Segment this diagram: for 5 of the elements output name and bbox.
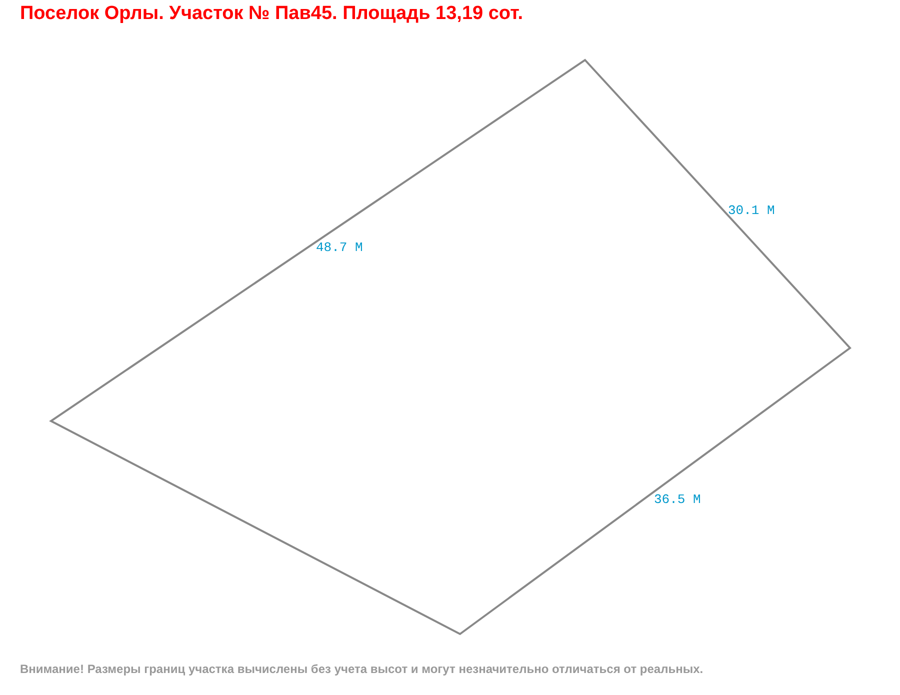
dimension-label: 36.5 М <box>654 492 701 507</box>
title: Поселок Орлы. Участок № Пав45. Площадь 13,19 сот. <box>20 3 523 25</box>
caption: Внимание! Размеры границ участка вычислены без учета высот и могут незначительно отличаться от реальных. <box>20 662 704 676</box>
dimension-label: 48.7 М <box>316 240 363 255</box>
dimension-label: 30.1 М <box>728 203 775 218</box>
